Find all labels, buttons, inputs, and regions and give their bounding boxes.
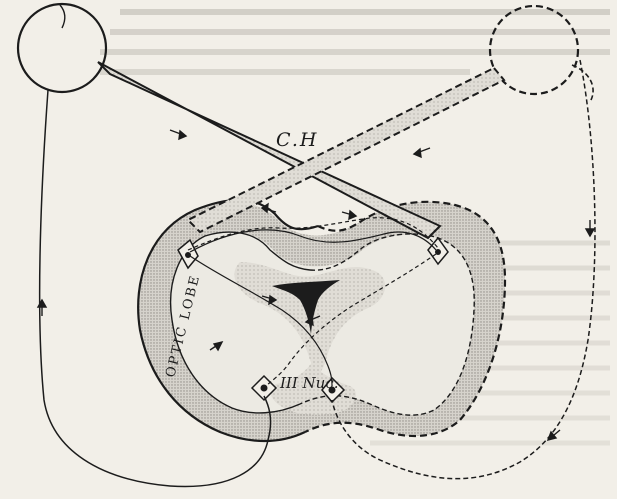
nucleus-label: III Nuc.: [279, 374, 339, 392]
optic-nerve-solid: [98, 62, 440, 238]
chiasma-label: C.H: [276, 129, 318, 151]
left-eye: [18, 4, 106, 92]
left-eye-notch: [60, 5, 65, 28]
